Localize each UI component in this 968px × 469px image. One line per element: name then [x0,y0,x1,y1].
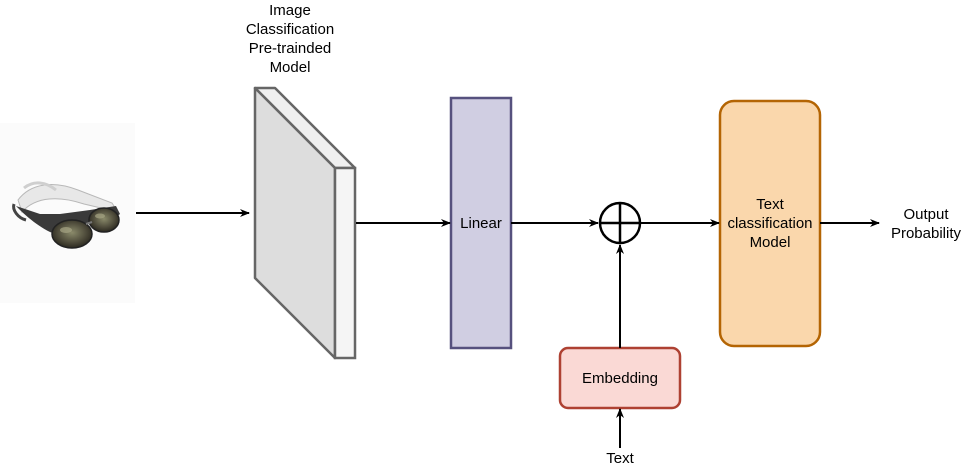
pretrained-model-front [253,86,337,360]
pretrained-model-edge [333,166,357,360]
pretrained-model-label-line: Model [269,59,311,76]
circled-plus-icon [598,201,642,245]
sunglasses-icon [12,181,120,249]
linear-label: Linear [460,215,502,232]
pretrained-model-label-line: Pre-trainded [248,40,332,57]
text-model-label-line: classification [727,215,813,232]
input-image [0,123,135,303]
text-model-label: Text classification Model [710,195,830,252]
embedding-label: Embedding [582,370,658,387]
output-label-line: Probability [890,225,962,242]
text-model-label-line: Text [756,196,784,213]
text-model-label-line: Model [749,234,791,251]
output-label: Output Probability [884,205,968,243]
output-label-line: Output [903,206,949,223]
text-input-label: Text [606,450,634,467]
pretrained-model-label-line: Image [269,2,311,19]
pretrained-model-label: Image Classification Pre-trainded Model [230,1,350,77]
pretrained-model-block [253,86,357,360]
pretrained-model-label-line: Classification [245,21,335,38]
linear-block [449,96,513,350]
